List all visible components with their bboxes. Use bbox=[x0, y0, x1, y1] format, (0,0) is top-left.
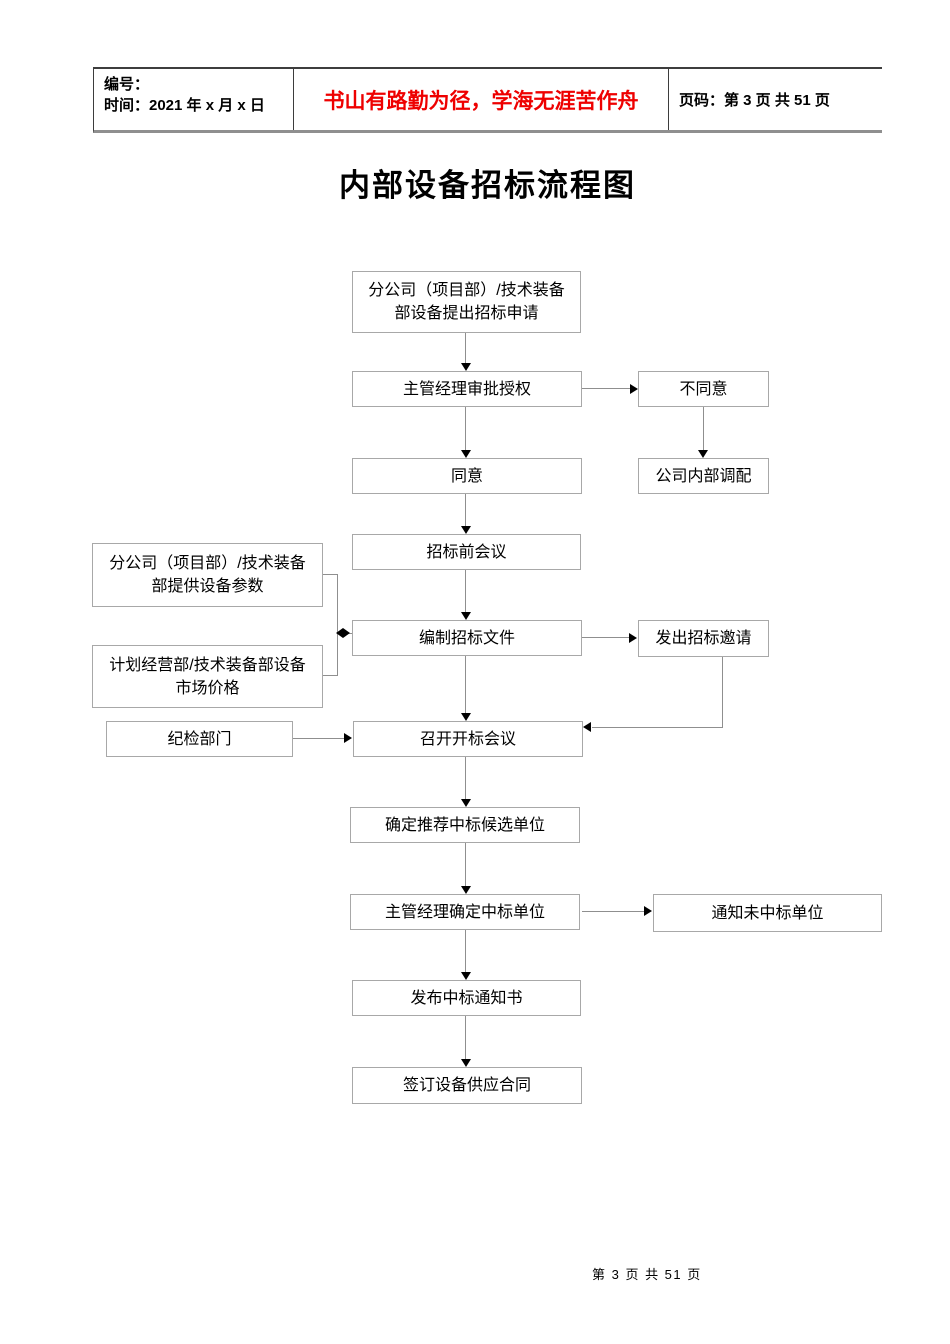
flow-node-provide-params-line1: 分公司（项目部）/技术装备 bbox=[109, 555, 306, 572]
connector-notice-contract bbox=[465, 1016, 466, 1059]
flow-node-pre-bid-meeting: 招标前会议 bbox=[352, 534, 581, 570]
flow-node-sign-contract-label: 签订设备供应合同 bbox=[402, 1077, 531, 1094]
arrowhead-into-disagree bbox=[630, 384, 638, 394]
flow-node-agree-label: 同意 bbox=[450, 467, 483, 485]
flow-node-issue-notice: 发布中标通知书 bbox=[352, 980, 581, 1016]
flow-node-provide-params: 分公司（项目部）/技术装备 部提供设备参数 bbox=[92, 543, 323, 607]
flow-node-send-invitation: 发出招标邀请 bbox=[638, 620, 769, 657]
flow-node-notify-losers: 通知未中标单位 bbox=[653, 894, 882, 932]
header-table: 编号： 时间：2021 年 x 月 x 日 书山有路勤为径，学海无涯苦作舟 页码… bbox=[93, 67, 882, 133]
header-cell-motto: 书山有路勤为径，学海无涯苦作舟 bbox=[294, 69, 669, 130]
connector-confirm-notice bbox=[465, 930, 466, 972]
arrowhead-into-agree bbox=[461, 450, 471, 458]
connector-invite-openmeeting bbox=[592, 727, 723, 728]
arrowhead-invite-into-openmeeting bbox=[583, 722, 591, 732]
arrowhead-into-contract bbox=[461, 1059, 471, 1067]
flow-node-apply-line2: 部设备提出招标申请 bbox=[394, 305, 539, 322]
header-number-label: 编号： bbox=[104, 76, 150, 93]
flow-node-approve: 主管经理审批授权 bbox=[352, 371, 582, 407]
flow-node-disagree: 不同意 bbox=[638, 371, 769, 407]
flow-node-confirm-winner: 主管经理确定中标单位 bbox=[350, 894, 580, 930]
connector-bracket-vertical bbox=[337, 574, 338, 676]
flow-node-discipline-dept-label: 纪检部门 bbox=[167, 730, 232, 748]
flow-node-market-price-line2: 市场价格 bbox=[175, 679, 240, 697]
connector-params-stub bbox=[323, 574, 338, 575]
connector-market-stub bbox=[323, 675, 338, 676]
connector-compile-openmeeting bbox=[465, 656, 466, 713]
flow-node-disagree-label: 不同意 bbox=[679, 380, 728, 398]
flow-node-issue-notice-label: 发布中标通知书 bbox=[410, 989, 523, 1007]
connector-candidates-confirm bbox=[465, 843, 466, 886]
header-motto-text: 书山有路勤为径，学海无涯苦作舟 bbox=[323, 89, 639, 113]
flow-node-internal-allocation: 公司内部调配 bbox=[638, 458, 769, 494]
header-page-info-text: 页码：第 3 页 共 51 页 bbox=[679, 92, 830, 109]
connector-discipline-openmeeting bbox=[293, 738, 344, 739]
flow-node-provide-params-line2: 部提供设备参数 bbox=[151, 578, 264, 595]
flow-node-bid-opening-meeting: 召开开标会议 bbox=[353, 721, 583, 757]
flow-node-approve-label: 主管经理审批授权 bbox=[402, 380, 531, 398]
connector-approve-disagree bbox=[582, 388, 630, 389]
flow-node-agree: 同意 bbox=[352, 458, 582, 494]
arrowhead-discipline-into-openmeeting bbox=[344, 733, 352, 743]
connector-confirm-notifylosers bbox=[582, 911, 644, 912]
arrowhead-into-internal bbox=[698, 450, 708, 458]
arrowhead-into-openmeeting bbox=[461, 713, 471, 721]
connector-openmeeting-candidates bbox=[465, 757, 466, 799]
header-time-label: 时间：2021 年 x 月 x 日 bbox=[104, 97, 265, 114]
arrowhead-into-notice bbox=[461, 972, 471, 980]
page-title: 内部设备招标流程图 bbox=[339, 168, 636, 203]
flow-node-internal-allocation-label: 公司内部调配 bbox=[655, 467, 752, 485]
arrowhead-into-confirm bbox=[461, 886, 471, 894]
header-cell-meta: 编号： 时间：2021 年 x 月 x 日 bbox=[94, 69, 294, 130]
connector-agree-premeeting bbox=[465, 494, 466, 526]
flow-node-compile-docs-label: 编制招标文件 bbox=[418, 629, 515, 647]
flow-node-sign-contract: 签订设备供应合同 bbox=[352, 1067, 582, 1104]
double-arrow-diamond-icon bbox=[336, 628, 350, 638]
flow-node-pre-bid-meeting-label: 招标前会议 bbox=[426, 543, 507, 561]
arrowhead-into-compile bbox=[461, 612, 471, 620]
arrowhead-into-candidates bbox=[461, 799, 471, 807]
flow-node-recommend-candidates: 确定推荐中标候选单位 bbox=[350, 807, 580, 843]
connector-invite-drop bbox=[722, 657, 723, 728]
flow-node-bid-opening-meeting-label: 召开开标会议 bbox=[419, 730, 516, 748]
flow-node-compile-docs: 编制招标文件 bbox=[352, 620, 582, 656]
connector-apply-approve bbox=[465, 333, 466, 363]
flow-node-apply-line1: 分公司（项目部）/技术装备 bbox=[368, 282, 565, 299]
arrowhead-into-invite bbox=[629, 633, 637, 643]
flow-node-recommend-candidates-label: 确定推荐中标候选单位 bbox=[384, 816, 545, 834]
arrowhead-into-premeeting bbox=[461, 526, 471, 534]
connector-disagree-internal bbox=[703, 407, 704, 450]
connector-approve-agree bbox=[465, 407, 466, 450]
connector-compile-invite bbox=[582, 637, 629, 638]
flow-node-market-price-line1: 计划经营部/技术装备部设备 bbox=[109, 656, 306, 674]
flow-node-notify-losers-label: 通知未中标单位 bbox=[711, 904, 824, 922]
header-cell-page-info: 页码：第 3 页 共 51 页 bbox=[669, 69, 882, 130]
arrowhead-into-notifylosers bbox=[644, 906, 652, 916]
flow-node-discipline-dept: 纪检部门 bbox=[106, 721, 293, 757]
footer-page-number: 第 3 页 共 51 页 bbox=[592, 1267, 702, 1282]
flow-node-send-invitation-label: 发出招标邀请 bbox=[655, 630, 752, 647]
flow-node-market-price: 计划经营部/技术装备部设备 市场价格 bbox=[92, 645, 323, 708]
flow-node-confirm-winner-label: 主管经理确定中标单位 bbox=[384, 903, 545, 921]
connector-premeeting-compile bbox=[465, 570, 466, 612]
arrowhead-into-approve bbox=[461, 363, 471, 371]
flow-node-apply: 分公司（项目部）/技术装备 部设备提出招标申请 bbox=[352, 271, 581, 333]
